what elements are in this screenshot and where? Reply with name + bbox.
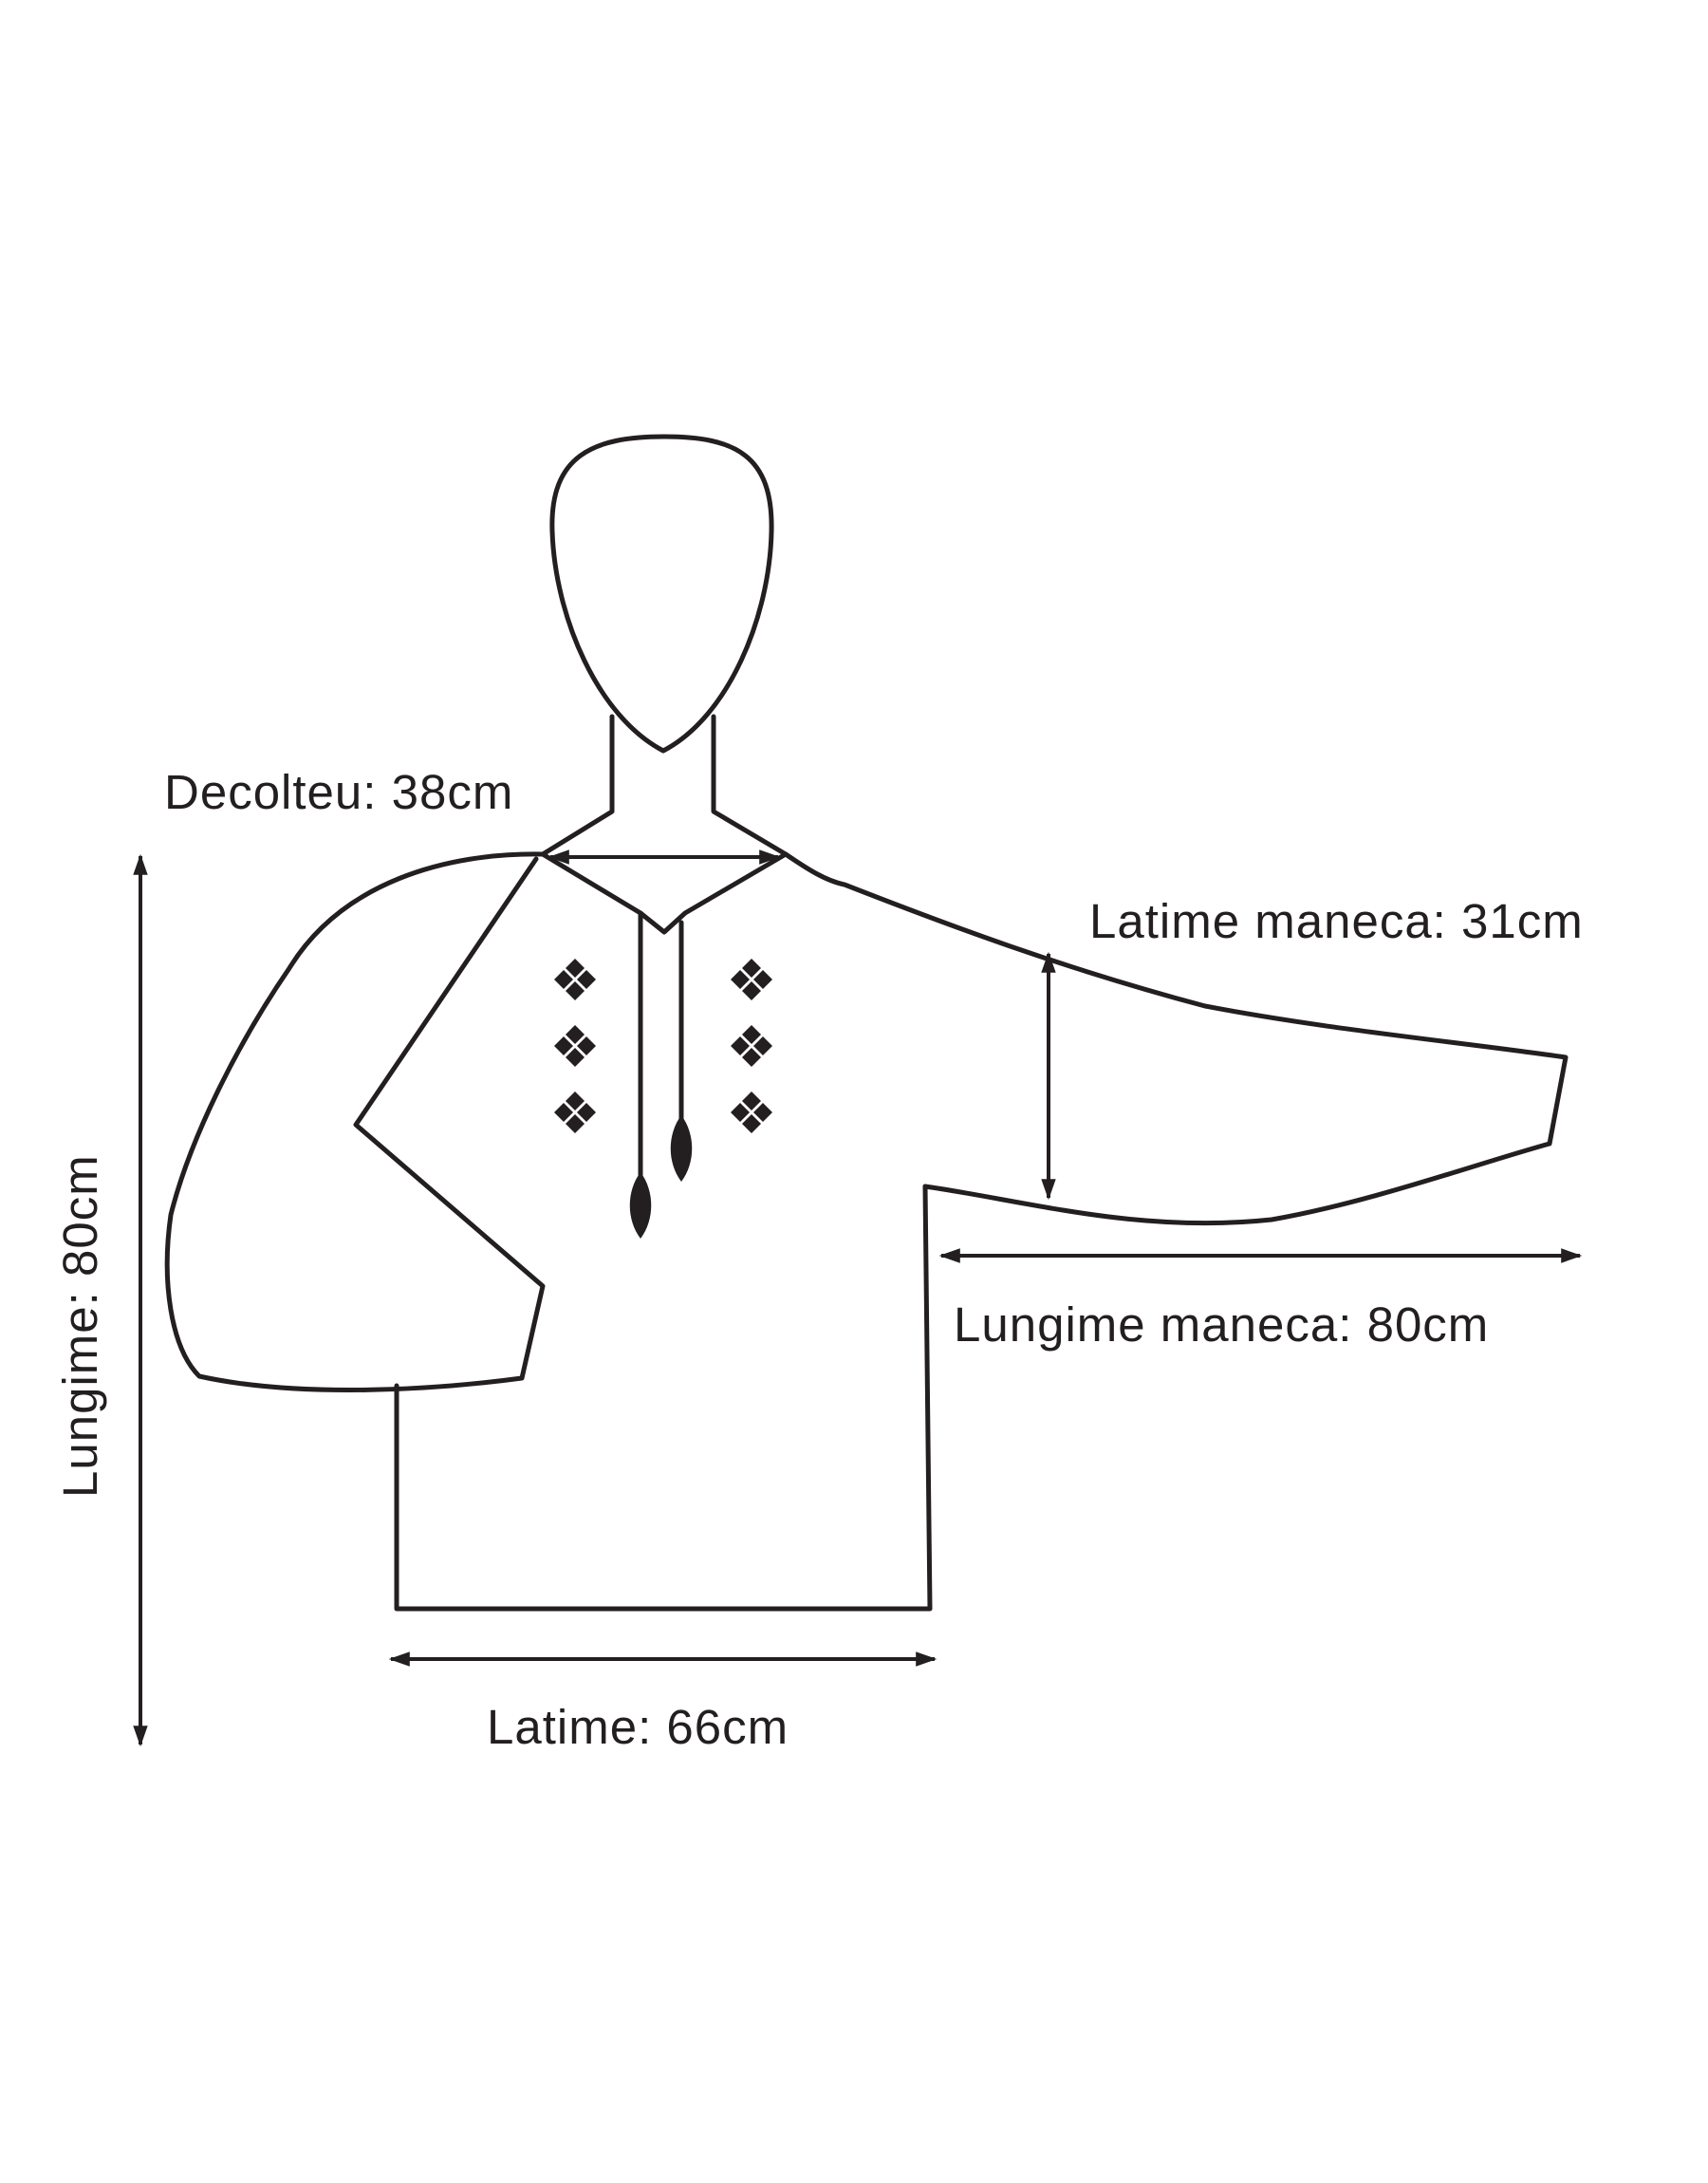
embroidery-motif (731, 1025, 772, 1067)
motif-diamond (731, 970, 750, 989)
motif-diamond (731, 1036, 750, 1055)
mannequin-neck (540, 714, 789, 857)
embroidery-motif (731, 959, 772, 1000)
sleeve-width-label: Latime maneca: 31cm (1089, 894, 1584, 948)
motif-diamond (554, 970, 573, 989)
motif-diamond (566, 1114, 585, 1133)
motif-diamond (753, 1036, 772, 1055)
embroidery-motif (554, 1092, 596, 1133)
embroidery-motif (731, 1092, 772, 1133)
motif-diamond (566, 1048, 585, 1067)
embroidery-motif (554, 1025, 596, 1067)
embroidery-motif (554, 959, 596, 1000)
motif-diamond (731, 1103, 750, 1122)
motif-diamond (577, 970, 596, 989)
left-sleeve-outline (164, 851, 546, 1392)
motif-diamond (554, 1103, 573, 1122)
motif-diamond (554, 1036, 573, 1055)
motif-diamond (753, 1103, 772, 1122)
motif-diamond (742, 1025, 761, 1044)
motif-diamond (566, 959, 585, 978)
motif-diamond (742, 981, 761, 1000)
motif-diamond (566, 981, 585, 1000)
right-sleeve-outline (783, 851, 1569, 1226)
motif-diamond (566, 1025, 585, 1044)
motif-diamond (742, 1114, 761, 1133)
sleeve-length-label: Lungime maneca: 80cm (954, 1297, 1489, 1352)
motif-diamond (577, 1036, 596, 1055)
embroidery-motifs (554, 959, 772, 1133)
tassel-left (629, 1172, 652, 1239)
collar-outline (540, 851, 789, 935)
motif-diamond (753, 970, 772, 989)
mannequin-head (549, 434, 774, 754)
motif-diamond (742, 1048, 761, 1067)
shirt-body-outline (394, 1184, 933, 1612)
motif-diamond (566, 1092, 585, 1110)
neckline-label: Decolteu: 38cm (164, 765, 513, 819)
tassel-right (670, 1115, 693, 1182)
motif-diamond (577, 1103, 596, 1122)
width-label: Latime: 66cm (487, 1700, 789, 1754)
length-label: Lungime: 80cm (53, 1154, 107, 1498)
motif-diamond (742, 959, 761, 978)
motif-diamond (742, 1092, 761, 1110)
